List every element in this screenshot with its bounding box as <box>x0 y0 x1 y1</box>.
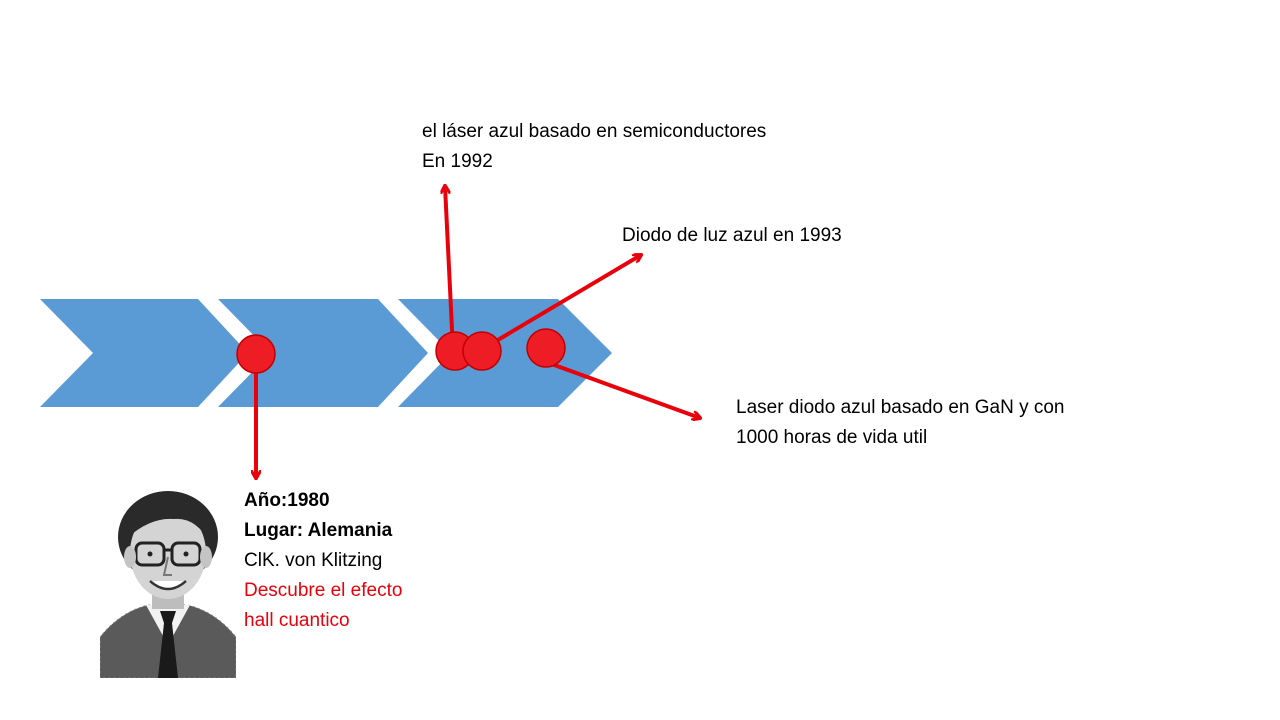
event-marker-1993 <box>462 331 502 371</box>
laser-1992-line1: el láser azul basado en semiconductores <box>422 121 767 142</box>
laser-1992-line2: En 1992 <box>422 151 493 172</box>
label-diode-1993: Diodo de luz azul en 1993 <box>622 221 842 251</box>
label-gan-laser: Laser diodo azul basado en GaN y con 100… <box>736 393 1065 453</box>
timeline-chevron-1 <box>40 299 248 407</box>
arrow-to-laser-1992 <box>445 186 455 351</box>
diode-1993-line1: Diodo de luz azul en 1993 <box>622 225 842 246</box>
portrait-photo <box>100 491 236 678</box>
klitzing-person: ClK. von Klitzing <box>244 550 383 571</box>
gan-laser-line1: Laser diodo azul basado en GaN y con <box>736 397 1065 418</box>
klitzing-discovery-line2: hall cuantico <box>244 610 350 631</box>
timeline-chevron-3 <box>398 299 612 407</box>
arrow-to-gan-laser <box>545 360 700 418</box>
event-marker-1980 <box>236 334 276 374</box>
timeline-chevron-2 <box>218 299 428 407</box>
arrow-to-diode-1993 <box>479 255 641 352</box>
event-marker-gan <box>526 328 566 368</box>
klitzing-year: Año:1980 <box>244 490 330 511</box>
gan-laser-line2: 1000 horas de vida util <box>736 427 928 448</box>
label-laser-1992: el láser azul basado en semiconductores … <box>422 117 766 177</box>
label-klitzing-1980: Año:1980 Lugar: Alemania ClK. von Klitzi… <box>244 486 402 636</box>
klitzing-place: Lugar: Alemania <box>244 520 393 541</box>
klitzing-discovery-line1: Descubre el efecto <box>244 580 403 601</box>
